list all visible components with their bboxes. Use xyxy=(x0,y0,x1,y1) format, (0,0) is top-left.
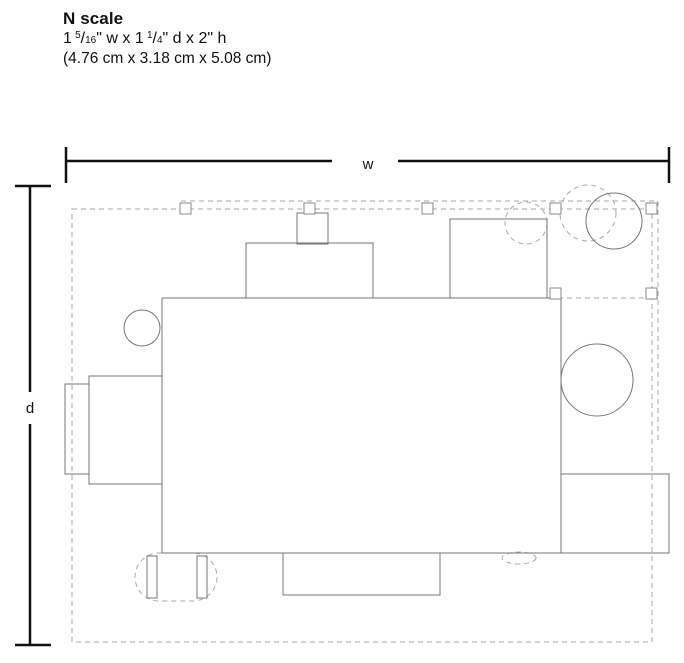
width-unit: " w x xyxy=(96,30,135,48)
height-value: 2" h xyxy=(198,30,227,48)
depth-dimension xyxy=(15,184,51,647)
front-platform xyxy=(282,552,441,596)
width-denominator: 16 xyxy=(85,35,97,47)
depth-numerator: 1 xyxy=(146,30,153,42)
building-outlines xyxy=(64,192,670,599)
depth-denominator: 4 xyxy=(156,35,163,47)
round-tank-right xyxy=(560,343,634,417)
dashed-outlines xyxy=(71,184,659,643)
imperial-dimensions: 1 5/16" w x 1 1/4" d x 2" h xyxy=(63,30,227,48)
rear-annex xyxy=(245,242,374,299)
main-building xyxy=(161,297,562,554)
round-tank-top xyxy=(585,192,643,250)
depth-whole: 1 xyxy=(134,30,144,48)
width-label: w xyxy=(362,156,374,173)
rear-shed xyxy=(449,218,548,299)
width-dimension xyxy=(64,147,671,183)
round-tank-left xyxy=(123,309,161,347)
depth-label: d xyxy=(26,400,34,417)
barrel-left xyxy=(146,555,158,599)
depth-unit: " d x xyxy=(162,30,199,48)
scale-title: N scale xyxy=(63,9,124,28)
dimensions-header: N scale 1 5/16" w x 1 1/4" d x 2" h (4.7… xyxy=(63,8,271,69)
side-addition xyxy=(560,473,670,554)
width-numerator: 5 xyxy=(75,30,81,42)
side-porch xyxy=(88,375,163,485)
metric-dimensions: (4.76 cm x 3.18 cm x 5.08 cm) xyxy=(63,50,272,68)
porch-step xyxy=(64,383,90,475)
posts xyxy=(179,202,658,300)
width-whole: 1 xyxy=(63,30,72,48)
barrel-right xyxy=(196,555,208,599)
chimney xyxy=(296,212,329,245)
